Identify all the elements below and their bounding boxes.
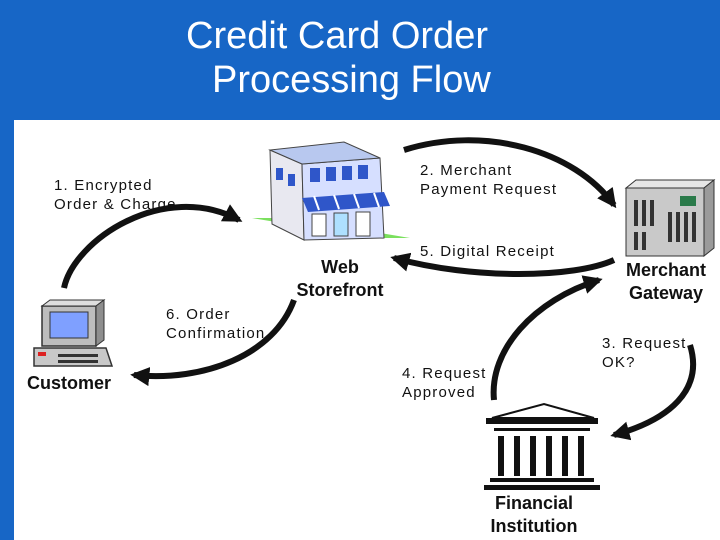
arrow-step-4 <box>490 275 603 401</box>
storefront-icon <box>252 141 410 241</box>
merchant-gateway-line-1: Merchant <box>625 260 706 280</box>
web-storefront-line-2: Storefront <box>296 280 384 300</box>
arrow-step-5 <box>390 252 616 277</box>
step-6-line-1: 6. Order <box>166 306 231 323</box>
step-1-line-1: 1. Encrypted <box>54 177 153 194</box>
step-2-line-2: Payment Request <box>420 181 558 198</box>
financial-institution-line-1: Financial <box>494 493 574 513</box>
arrow-step-3 <box>610 344 697 441</box>
step-3-label: 3. Request OK? <box>602 334 687 372</box>
step-6-line-2: Confirmation <box>166 325 266 342</box>
step-5-line-1: 5. Digital Receipt <box>420 243 555 260</box>
title-line-1: Credit Card Order <box>186 15 488 57</box>
computer-icon <box>33 299 114 367</box>
step-2-label: 2. Merchant Payment Request <box>420 161 557 199</box>
node-merchant-gateway: Merchant Gateway <box>612 259 720 305</box>
web-storefront-line-1: Web <box>321 257 359 277</box>
node-customer: Customer <box>14 372 124 395</box>
merchant-gateway-line-2: Gateway <box>628 283 704 303</box>
step-6-label: 6. Order Confirmation <box>166 305 265 343</box>
step-3-line-1: 3. Request <box>602 335 687 352</box>
arrow-step-1 <box>61 204 243 289</box>
node-financial-institution: Financial Institution <box>474 492 594 538</box>
step-4-line-1: 4. Request <box>402 365 487 382</box>
step-1-label: 1. Encrypted Order & Charge <box>54 176 177 214</box>
customer-line-1: Customer <box>26 373 111 393</box>
flow-diagram <box>33 137 716 490</box>
financial-institution-line-2: Institution <box>490 516 578 536</box>
step-1-line-2: Order & Charge <box>54 196 177 213</box>
step-4-line-2: Approved <box>402 384 476 401</box>
diagram-panel: 1. Encrypted Order & Charge 2. Merchant … <box>14 120 720 540</box>
node-web-storefront: Web Storefront <box>266 256 414 302</box>
title-line-2: Processing Flow <box>212 59 491 101</box>
arrow-step-6 <box>130 298 297 387</box>
bank-building-icon <box>484 402 600 490</box>
arrow-step-2 <box>403 137 617 209</box>
step-5-label: 5. Digital Receipt <box>420 242 555 261</box>
step-3-line-2: OK? <box>602 354 636 371</box>
step-4-label: 4. Request Approved <box>402 364 487 402</box>
step-2-line-1: 2. Merchant <box>420 162 513 179</box>
server-icon <box>624 178 716 258</box>
